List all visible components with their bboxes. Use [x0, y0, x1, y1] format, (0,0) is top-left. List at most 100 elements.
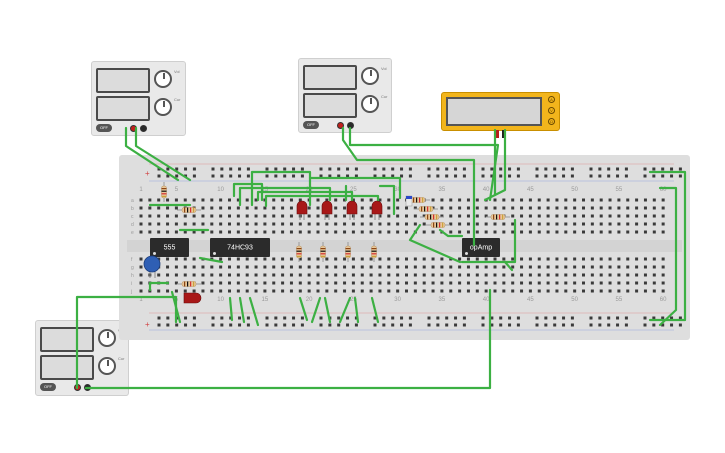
rail-hole[interactable] [238, 323, 242, 327]
breadboard-hole[interactable] [652, 289, 656, 293]
breadboard-hole[interactable] [236, 230, 240, 234]
breadboard-hole[interactable] [298, 206, 302, 210]
breadboard-hole[interactable] [449, 289, 453, 293]
rail-hole[interactable] [624, 323, 628, 327]
rail-hole[interactable] [274, 174, 278, 178]
rail-hole[interactable] [499, 316, 503, 320]
rail-hole[interactable] [436, 323, 440, 327]
breadboard-hole[interactable] [236, 214, 240, 218]
breadboard-hole[interactable] [378, 273, 382, 277]
breadboard-hole[interactable] [360, 265, 364, 269]
breadboard-hole[interactable] [139, 214, 143, 218]
breadboard-hole[interactable] [652, 281, 656, 285]
rail-hole[interactable] [670, 167, 674, 171]
breadboard-hole[interactable] [289, 257, 293, 261]
breadboard-hole[interactable] [360, 222, 364, 226]
breadboard-hole[interactable] [387, 257, 391, 261]
breadboard-hole[interactable] [307, 281, 311, 285]
breadboard-hole[interactable] [502, 257, 506, 261]
breadboard-hole[interactable] [316, 222, 320, 226]
breadboard-hole[interactable] [484, 214, 488, 218]
breadboard-hole[interactable] [661, 206, 665, 210]
rail-hole[interactable] [373, 316, 377, 320]
breadboard-hole[interactable] [643, 214, 647, 218]
rail-hole[interactable] [481, 167, 485, 171]
breadboard-hole[interactable] [245, 206, 249, 210]
breadboard-hole[interactable] [608, 198, 612, 202]
multimeter-volt-button[interactable]: V [548, 107, 555, 114]
breadboard-hole[interactable] [449, 281, 453, 285]
breadboard-hole[interactable] [351, 222, 355, 226]
breadboard-hole[interactable] [219, 198, 223, 202]
breadboard-hole[interactable] [192, 273, 196, 277]
breadboard-hole[interactable] [192, 257, 196, 261]
rail-hole[interactable] [283, 316, 287, 320]
breadboard-hole[interactable] [635, 222, 639, 226]
rail-hole[interactable] [652, 167, 656, 171]
breadboard-hole[interactable] [635, 265, 639, 269]
breadboard-hole[interactable] [396, 222, 400, 226]
breadboard-hole[interactable] [661, 222, 665, 226]
breadboard-hole[interactable] [661, 230, 665, 234]
breadboard-hole[interactable] [148, 206, 152, 210]
rail-hole[interactable] [166, 174, 170, 178]
breadboard-hole[interactable] [608, 289, 612, 293]
breadboard-hole[interactable] [635, 198, 639, 202]
breadboard-hole[interactable] [166, 214, 170, 218]
breadboard-hole[interactable] [564, 257, 568, 261]
rail-hole[interactable] [408, 174, 412, 178]
rail-hole[interactable] [570, 174, 574, 178]
rail-hole[interactable] [354, 316, 358, 320]
breadboard-hole[interactable] [289, 265, 293, 269]
breadboard-hole[interactable] [263, 289, 267, 293]
breadboard-hole[interactable] [537, 281, 541, 285]
breadboard-hole[interactable] [201, 206, 205, 210]
breadboard-hole[interactable] [228, 206, 231, 210]
breadboard-hole[interactable] [626, 214, 630, 218]
breadboard-hole[interactable] [405, 230, 408, 234]
breadboard-hole[interactable] [652, 230, 656, 234]
breadboard-hole[interactable] [502, 214, 506, 218]
rail-hole[interactable] [319, 323, 323, 327]
breadboard-hole[interactable] [502, 273, 506, 277]
breadboard-hole[interactable] [174, 214, 178, 218]
rail-hole[interactable] [292, 316, 296, 320]
breadboard-hole[interactable] [316, 257, 320, 261]
rail-hole[interactable] [382, 174, 386, 178]
breadboard-hole[interactable] [573, 257, 577, 261]
breadboard-hole[interactable] [139, 230, 143, 234]
rail-hole[interactable] [292, 167, 296, 171]
breadboard-hole[interactable] [289, 198, 293, 202]
breadboard-hole[interactable] [652, 273, 656, 277]
chip-opamp[interactable]: opAmp [462, 238, 500, 257]
breadboard-hole[interactable] [228, 230, 231, 234]
breadboard-hole[interactable] [245, 230, 249, 234]
breadboard-hole[interactable] [192, 222, 196, 226]
rail-hole[interactable] [238, 174, 242, 178]
breadboard-hole[interactable] [139, 198, 143, 202]
breadboard-hole[interactable] [635, 206, 639, 210]
breadboard-hole[interactable] [528, 265, 532, 269]
breadboard-hole[interactable] [210, 230, 214, 234]
breadboard-hole[interactable] [635, 289, 639, 293]
breadboard-hole[interactable] [484, 198, 488, 202]
breadboard-hole[interactable] [422, 281, 426, 285]
breadboard-hole[interactable] [148, 214, 152, 218]
breadboard-hole[interactable] [201, 281, 205, 285]
breadboard-hole[interactable] [351, 265, 355, 269]
breadboard-hole[interactable] [555, 214, 559, 218]
breadboard-hole[interactable] [643, 206, 647, 210]
breadboard-hole[interactable] [608, 222, 612, 226]
rail-hole[interactable] [328, 174, 332, 178]
breadboard-hole[interactable] [174, 230, 178, 234]
rail-hole[interactable] [661, 167, 665, 171]
rail-hole[interactable] [373, 174, 377, 178]
breadboard-hole[interactable] [174, 281, 178, 285]
breadboard-hole[interactable] [405, 265, 408, 269]
breadboard-hole[interactable] [652, 198, 656, 202]
breadboard-hole[interactable] [228, 281, 231, 285]
breadboard-hole[interactable] [652, 257, 656, 261]
breadboard-hole[interactable] [387, 222, 391, 226]
power-off-button[interactable]: OFF [40, 383, 56, 391]
breadboard-hole[interactable] [236, 289, 240, 293]
